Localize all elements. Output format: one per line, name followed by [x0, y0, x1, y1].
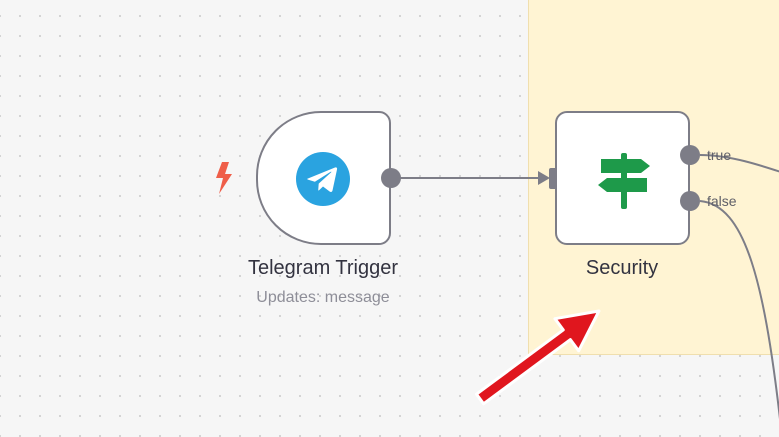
security-input-handle[interactable] — [549, 168, 559, 189]
red-arrow-pointer-icon — [474, 309, 601, 406]
signpost-icon — [598, 153, 650, 209]
lightning-bolt-icon — [216, 162, 232, 194]
security-node[interactable] — [555, 111, 690, 245]
trigger-node-title: Telegram Trigger — [247, 257, 399, 279]
telegram-icon — [296, 152, 350, 206]
telegram-trigger-node[interactable] — [256, 111, 391, 245]
security-node-title: Security — [585, 257, 659, 279]
trigger-output-handle[interactable] — [381, 168, 401, 188]
true-output-handle[interactable] — [680, 145, 700, 165]
false-branch-connection[interactable] — [699, 200, 779, 437]
false-output-handle[interactable] — [680, 191, 700, 211]
true-branch-connection[interactable] — [699, 154, 779, 175]
true-output-label: true — [707, 147, 732, 163]
connection-arrowhead — [538, 171, 550, 185]
false-output-label: false — [707, 193, 737, 209]
trigger-node-subtitle: Updates: message — [256, 289, 390, 306]
